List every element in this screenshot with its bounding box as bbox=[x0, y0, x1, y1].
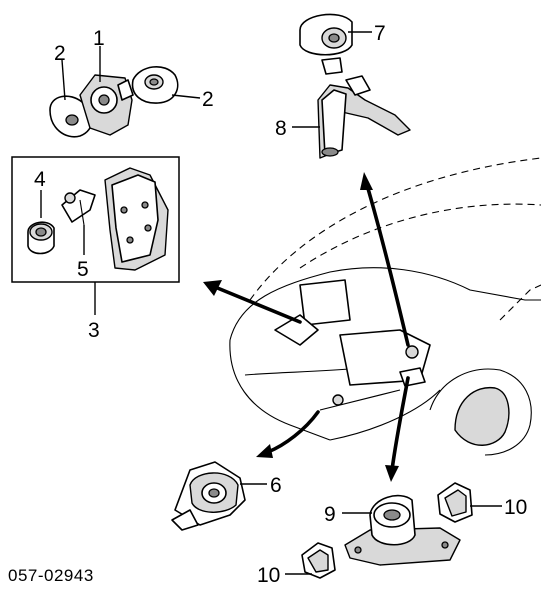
arrowhead-part-8 bbox=[360, 172, 373, 190]
hood-inner-dashed bbox=[299, 203, 541, 269]
callout-9: 9 bbox=[324, 503, 336, 526]
vehicle-body-outline bbox=[229, 157, 541, 456]
callout-1: 1 bbox=[93, 27, 105, 50]
part-10-left-stopper bbox=[301, 542, 336, 579]
hood-outline-dashed bbox=[249, 157, 541, 301]
callout-10-left: 10 bbox=[257, 564, 280, 587]
side-mount-location bbox=[399, 367, 426, 387]
callout-2-left: 2 bbox=[54, 42, 66, 65]
callout-3: 3 bbox=[88, 319, 100, 342]
callout-7: 7 bbox=[374, 22, 386, 45]
lower-mount-location bbox=[332, 394, 344, 406]
leader-2b bbox=[171, 94, 201, 99]
callout-2-right: 2 bbox=[202, 88, 214, 111]
arrow-to-group-3 bbox=[213, 285, 302, 324]
arrow-to-part-9 bbox=[390, 376, 410, 472]
arrowhead-part-6 bbox=[256, 444, 273, 458]
lower-frame bbox=[329, 389, 441, 441]
arrowhead-group-3 bbox=[203, 280, 222, 296]
callout-6: 6 bbox=[270, 474, 282, 497]
callout-8: 8 bbox=[275, 117, 287, 140]
wheel-hub bbox=[454, 386, 510, 446]
part-6-front-mount bbox=[171, 461, 246, 531]
diagram-code: 057-02943 bbox=[8, 566, 94, 585]
arrow-to-part-6 bbox=[266, 410, 320, 454]
bumper-outline bbox=[229, 339, 331, 441]
arrow-to-part-8 bbox=[365, 183, 410, 347]
callout-5: 5 bbox=[77, 258, 89, 281]
arrowhead-part-9 bbox=[385, 465, 399, 482]
wheel-outline bbox=[429, 368, 532, 456]
engine-bay-outline bbox=[229, 267, 541, 341]
fender-dashed bbox=[499, 284, 541, 321]
part-2-right-insulator bbox=[131, 66, 179, 104]
part-8-rear-bracket bbox=[317, 75, 411, 159]
part-4-bushing bbox=[27, 221, 55, 255]
front-crossmember bbox=[244, 367, 361, 376]
callout-4: 4 bbox=[34, 168, 46, 191]
torque-rod bbox=[319, 389, 401, 411]
engine-side-bracket bbox=[104, 167, 169, 271]
part-10-right-stopper bbox=[437, 482, 473, 523]
locator-arrows bbox=[203, 172, 410, 482]
part-9-transaxle-mount bbox=[344, 494, 461, 566]
leader-2a bbox=[61, 59, 66, 101]
part-7-upper-insulator bbox=[299, 13, 353, 75]
part-5-bracket-bolt bbox=[61, 189, 96, 226]
rear-mount-location bbox=[405, 345, 419, 359]
engine-block bbox=[299, 279, 351, 326]
callout-10-right: 10 bbox=[504, 496, 527, 519]
